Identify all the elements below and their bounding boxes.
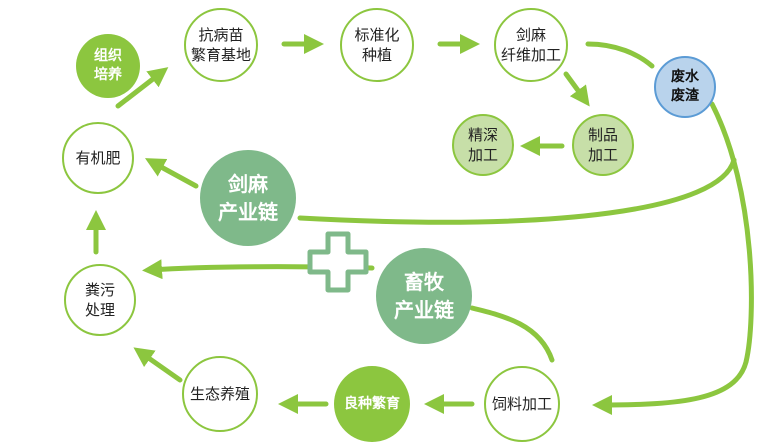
node-product-processing: 制品 加工	[572, 114, 634, 176]
node-seedling-base-line2: 繁育基地	[190, 46, 251, 64]
node-standard-planting-line2: 种植	[361, 46, 392, 64]
arrow-breeding-to-manure	[133, 347, 183, 383]
arrow-sisal-chain-to-fertilizer	[144, 158, 199, 189]
node-sisal-fiber-line1: 剑麻	[515, 26, 546, 44]
node-product-processing-line1: 制品	[587, 126, 618, 144]
arrow-fiber-to-product	[563, 71, 590, 107]
node-sisal-chain-line1: 剑麻	[228, 172, 268, 196]
node-waste-line1: 废水	[671, 69, 699, 85]
node-deep-processing: 精深 加工	[452, 114, 514, 176]
node-sisal-chain-line2: 产业链	[218, 200, 278, 224]
node-standard-planting: 标准化 种植	[340, 8, 414, 82]
node-eco-breeding: 生态养殖	[182, 356, 258, 432]
node-livestock-chain-line1: 畜牧	[404, 270, 444, 294]
node-feed-processing: 饲料加工	[484, 366, 560, 442]
node-sisal-fiber-line2: 纤维加工	[500, 46, 561, 64]
node-waste-line2: 废渣	[671, 88, 699, 104]
node-seedling-base-line1: 抗病苗	[198, 26, 244, 44]
node-manure-treatment-line2: 处理	[84, 301, 115, 319]
node-manure-treatment-line1: 粪污	[84, 281, 115, 299]
node-livestock-chain-line2: 产业链	[394, 298, 454, 322]
node-sisal-fiber: 剑麻 纤维加工	[494, 8, 568, 82]
node-standard-planting-line1: 标准化	[354, 26, 400, 44]
node-manure-treatment: 粪污 处理	[64, 264, 136, 336]
node-product-processing-line2: 加工	[587, 146, 618, 164]
arrow-waste-to-feed	[592, 101, 754, 415]
node-organic-fertilizer-line1: 有机肥	[75, 149, 121, 167]
arrow-tissue-to-seedling	[115, 67, 169, 109]
node-tissue-culture-line1: 组织	[94, 48, 122, 64]
node-breed-propagation: 良种繁育	[334, 366, 410, 442]
node-tissue-culture: 组织 培养	[76, 34, 140, 98]
node-eco-breeding-line1: 生态养殖	[189, 385, 250, 403]
plus-icon	[307, 231, 369, 293]
node-waste: 废水 废渣	[654, 56, 716, 118]
node-livestock-chain: 畜牧 产业链	[376, 248, 472, 344]
node-tissue-culture-line2: 培养	[94, 67, 122, 83]
node-deep-processing-line1: 精深	[467, 126, 498, 144]
node-breed-propagation-line1: 良种繁育	[344, 396, 400, 412]
line-feed-to-livestock	[469, 305, 555, 363]
line-fiber-to-waste	[585, 41, 655, 69]
node-sisal-chain: 剑麻 产业链	[200, 150, 296, 246]
node-deep-processing-line2: 加工	[467, 146, 498, 164]
node-organic-fertilizer: 有机肥	[62, 122, 134, 194]
node-feed-processing-line1: 饲料加工	[491, 395, 552, 413]
line-waste-to-sisal-chain	[297, 157, 737, 225]
node-seedling-base: 抗病苗 繁育基地	[184, 8, 258, 82]
